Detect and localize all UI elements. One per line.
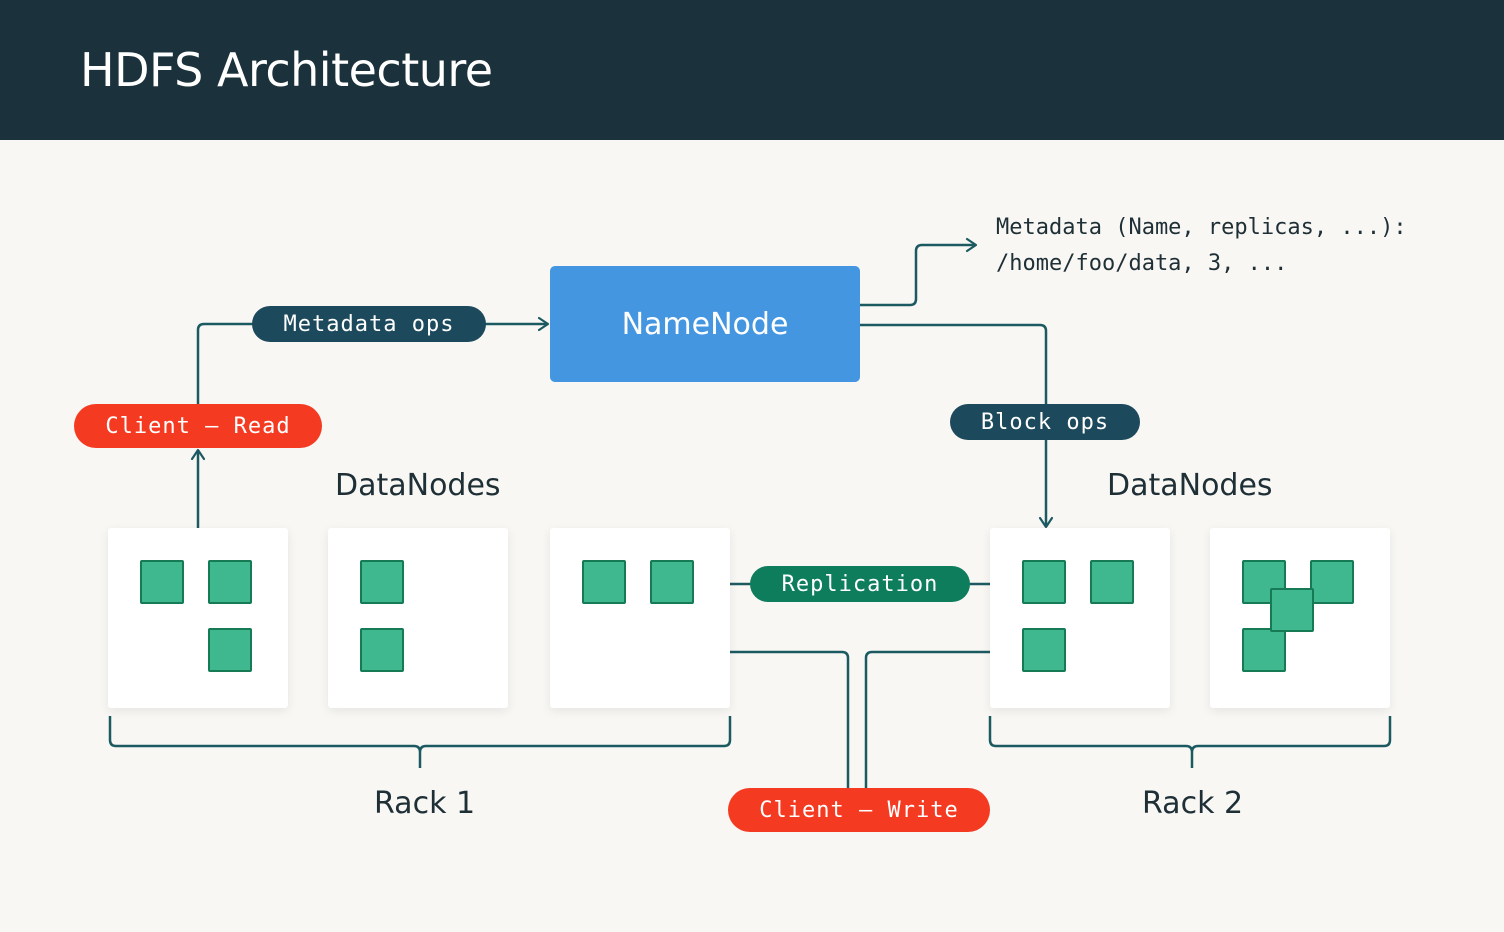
data-block [1022, 560, 1066, 604]
client-write-text: Client — Write [759, 797, 959, 823]
replication-text: Replication [781, 571, 939, 597]
rack-1-label: Rack 1 [374, 786, 476, 821]
data-block [1270, 588, 1314, 632]
client-write-badge[interactable]: Client — Write [728, 788, 990, 832]
datanode-card-rack2-1[interactable] [990, 528, 1170, 708]
namenode-label: NameNode [621, 306, 789, 342]
write-connector-right [864, 644, 1022, 790]
data-block [360, 560, 404, 604]
replication-label[interactable]: Replication [750, 566, 970, 602]
client-read-text: Client — Read [105, 413, 291, 439]
data-block [1242, 628, 1286, 672]
datanode-card-rack1-3[interactable] [550, 528, 730, 708]
header-bar: HDFS Architecture [0, 0, 1504, 140]
data-block [1090, 560, 1134, 604]
data-block [1310, 560, 1354, 604]
datanode-card-rack1-1[interactable] [108, 528, 288, 708]
data-block [208, 628, 252, 672]
rack-2-bracket [988, 716, 1392, 768]
datanodes-heading-left: DataNodes [335, 468, 501, 503]
metadata-ops-connector [196, 316, 550, 404]
data-block [650, 560, 694, 604]
datanode-card-rack2-2[interactable] [1210, 528, 1390, 708]
data-block [360, 628, 404, 672]
block-ops-connector [858, 323, 1054, 529]
metadata-note-line-2: /home/foo/data, 3, ... [996, 251, 1288, 276]
namenode[interactable]: NameNode [550, 266, 860, 382]
metadata-note-connector [858, 237, 978, 307]
block-ops-label[interactable]: Block ops [950, 404, 1140, 440]
metadata-note: Metadata (Name, replicas, ...): /home/foo… [996, 210, 1407, 282]
metadata-note-line-1: Metadata (Name, replicas, ...): [996, 215, 1407, 240]
metadata-ops-text: Metadata ops [283, 311, 455, 337]
page-title: HDFS Architecture [80, 43, 493, 97]
rack-2-label: Rack 2 [1142, 786, 1244, 821]
rack-1-bracket [108, 716, 732, 768]
datanode-card-rack1-2[interactable] [328, 528, 508, 708]
datanodes-heading-right: DataNodes [1107, 468, 1273, 503]
data-block [208, 560, 252, 604]
data-block [140, 560, 184, 604]
data-block [582, 560, 626, 604]
block-ops-text: Block ops [980, 409, 1110, 435]
client-read-badge[interactable]: Client — Read [74, 404, 322, 448]
metadata-ops-label[interactable]: Metadata ops [252, 306, 486, 342]
data-block [1022, 628, 1066, 672]
